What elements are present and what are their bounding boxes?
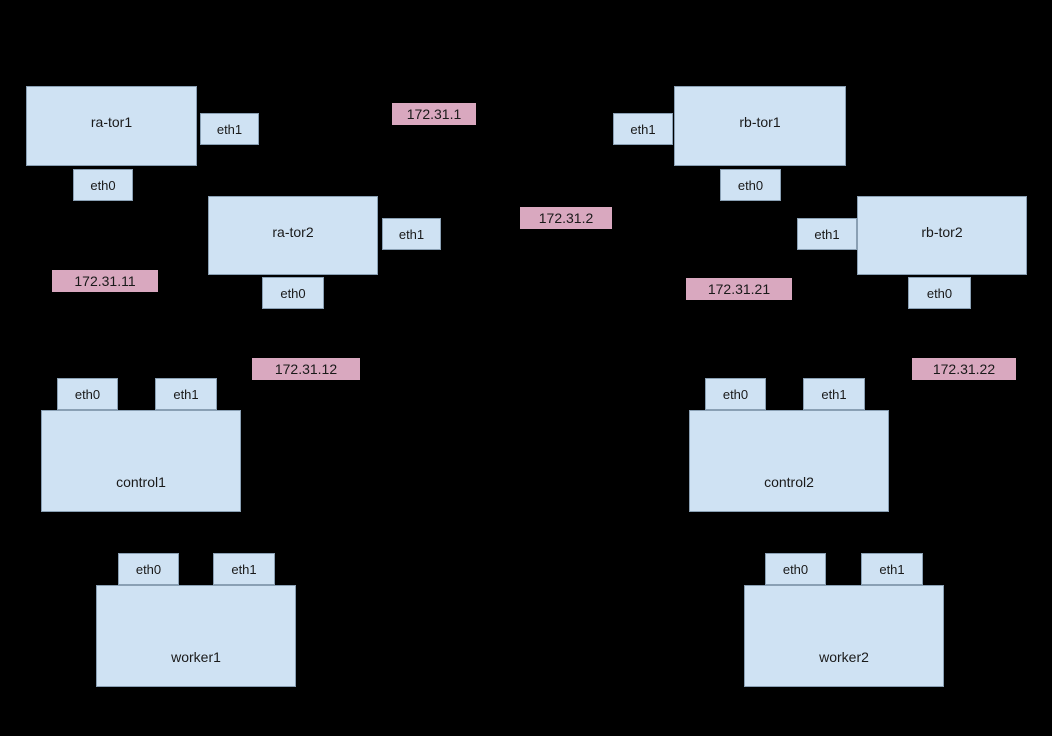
ip-label-ip-172-31-2: 172.31.2 — [520, 207, 612, 229]
port-worker1-eth0[interactable]: eth0 — [118, 553, 179, 585]
node-ra-tor2[interactable]: ra-tor2 — [208, 196, 378, 275]
node-label: rb-tor1 — [739, 114, 781, 130]
node-control2[interactable]: control2 — [689, 410, 889, 512]
port-worker1-eth1[interactable]: eth1 — [213, 553, 275, 585]
ip-label-ip-172-31-1: 172.31.1 — [392, 103, 476, 125]
node-label: worker1 — [171, 649, 221, 665]
node-label: ra-tor1 — [90, 114, 133, 130]
node-worker1[interactable]: worker1 — [96, 585, 296, 687]
ip-label-ip-172-31-11: 172.31.11 — [52, 270, 158, 292]
node-worker2[interactable]: worker2 — [744, 585, 944, 687]
node-label: worker2 — [819, 649, 869, 665]
port-ra-tor1-eth1[interactable]: eth1 — [200, 113, 259, 145]
port-worker2-eth1[interactable]: eth1 — [861, 553, 923, 585]
port-ra-tor2-eth1[interactable]: eth1 — [382, 218, 441, 250]
node-label: control2 — [764, 474, 814, 490]
port-control2-eth0[interactable]: eth0 — [705, 378, 766, 410]
port-control2-eth1[interactable]: eth1 — [803, 378, 865, 410]
node-rb-tor2[interactable]: rb-tor2 — [857, 196, 1027, 275]
port-ra-tor1-eth0[interactable]: eth0 — [73, 169, 133, 201]
port-rb-tor2-eth0[interactable]: eth0 — [908, 277, 971, 309]
port-rb-tor1-eth0[interactable]: eth0 — [720, 169, 781, 201]
node-ra-tor1[interactable]: ra-tor1 — [26, 86, 197, 166]
node-rb-tor1[interactable]: rb-tor1 — [674, 86, 846, 166]
node-control1[interactable]: control1 — [41, 410, 241, 512]
port-rb-tor1-eth1[interactable]: eth1 — [613, 113, 673, 145]
node-label: ra-tor2 — [272, 224, 314, 240]
node-label: control1 — [116, 474, 166, 490]
port-ra-tor2-eth0[interactable]: eth0 — [262, 277, 324, 309]
node-label: rb-tor2 — [921, 224, 963, 240]
ip-label-ip-172-31-12: 172.31.12 — [252, 358, 360, 380]
port-worker2-eth0[interactable]: eth0 — [765, 553, 826, 585]
port-control1-eth0[interactable]: eth0 — [57, 378, 118, 410]
port-control1-eth1[interactable]: eth1 — [155, 378, 217, 410]
ip-label-ip-172-31-21: 172.31.21 — [686, 278, 792, 300]
ip-label-ip-172-31-22: 172.31.22 — [912, 358, 1016, 380]
port-rb-tor2-eth1[interactable]: eth1 — [797, 218, 857, 250]
